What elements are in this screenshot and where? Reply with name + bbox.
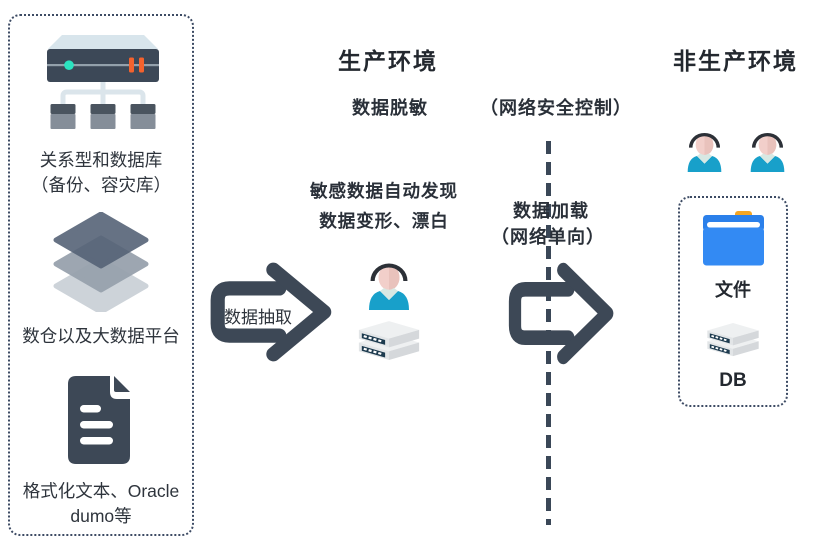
load-label: 数据加载 xyxy=(513,201,589,221)
auto-discovery-label: 敏感数据自动发现 xyxy=(310,181,458,201)
transform-label: 数据变形、漂白 xyxy=(319,211,449,231)
masking-label: 数据脱敏 xyxy=(352,98,428,118)
extract-arrow-icon xyxy=(210,262,332,362)
folder-icon xyxy=(703,211,764,266)
masking-server-icon xyxy=(358,321,420,360)
db-server-icon xyxy=(707,323,759,357)
target-resources-panel: 文件 DB xyxy=(678,196,788,407)
user-person-icon xyxy=(687,132,722,172)
document-icon xyxy=(68,376,130,464)
one-way-label: （网络单向） xyxy=(491,227,605,247)
db-label: DB xyxy=(719,370,747,391)
source-relational-db-label: 关系型和数据库 （备份、容灾库） xyxy=(31,150,171,195)
source-datawarehouse-label: 数仓以及大数据平台 xyxy=(22,326,180,346)
non-production-heading: 非生产环境 xyxy=(673,48,798,74)
file-label: 文件 xyxy=(715,280,751,300)
production-heading: 生产环境 xyxy=(338,48,438,74)
security-control-label: （网络安全控制） xyxy=(480,98,632,118)
extract-arrow-label: 数据抽取 xyxy=(224,308,292,327)
source-formatted-text-label: 格式化文本、Oracle dumo等 xyxy=(22,481,180,526)
user-person-icon xyxy=(750,132,785,172)
database-cluster-icon xyxy=(47,35,159,129)
operator-person-icon xyxy=(369,263,409,310)
layers-icon xyxy=(53,212,149,312)
load-arrow-icon xyxy=(508,262,614,365)
data-sources-panel: 关系型和数据库 （备份、容灾库） 数仓以及大数据平台 格式化文本、Oracle … xyxy=(8,14,194,536)
